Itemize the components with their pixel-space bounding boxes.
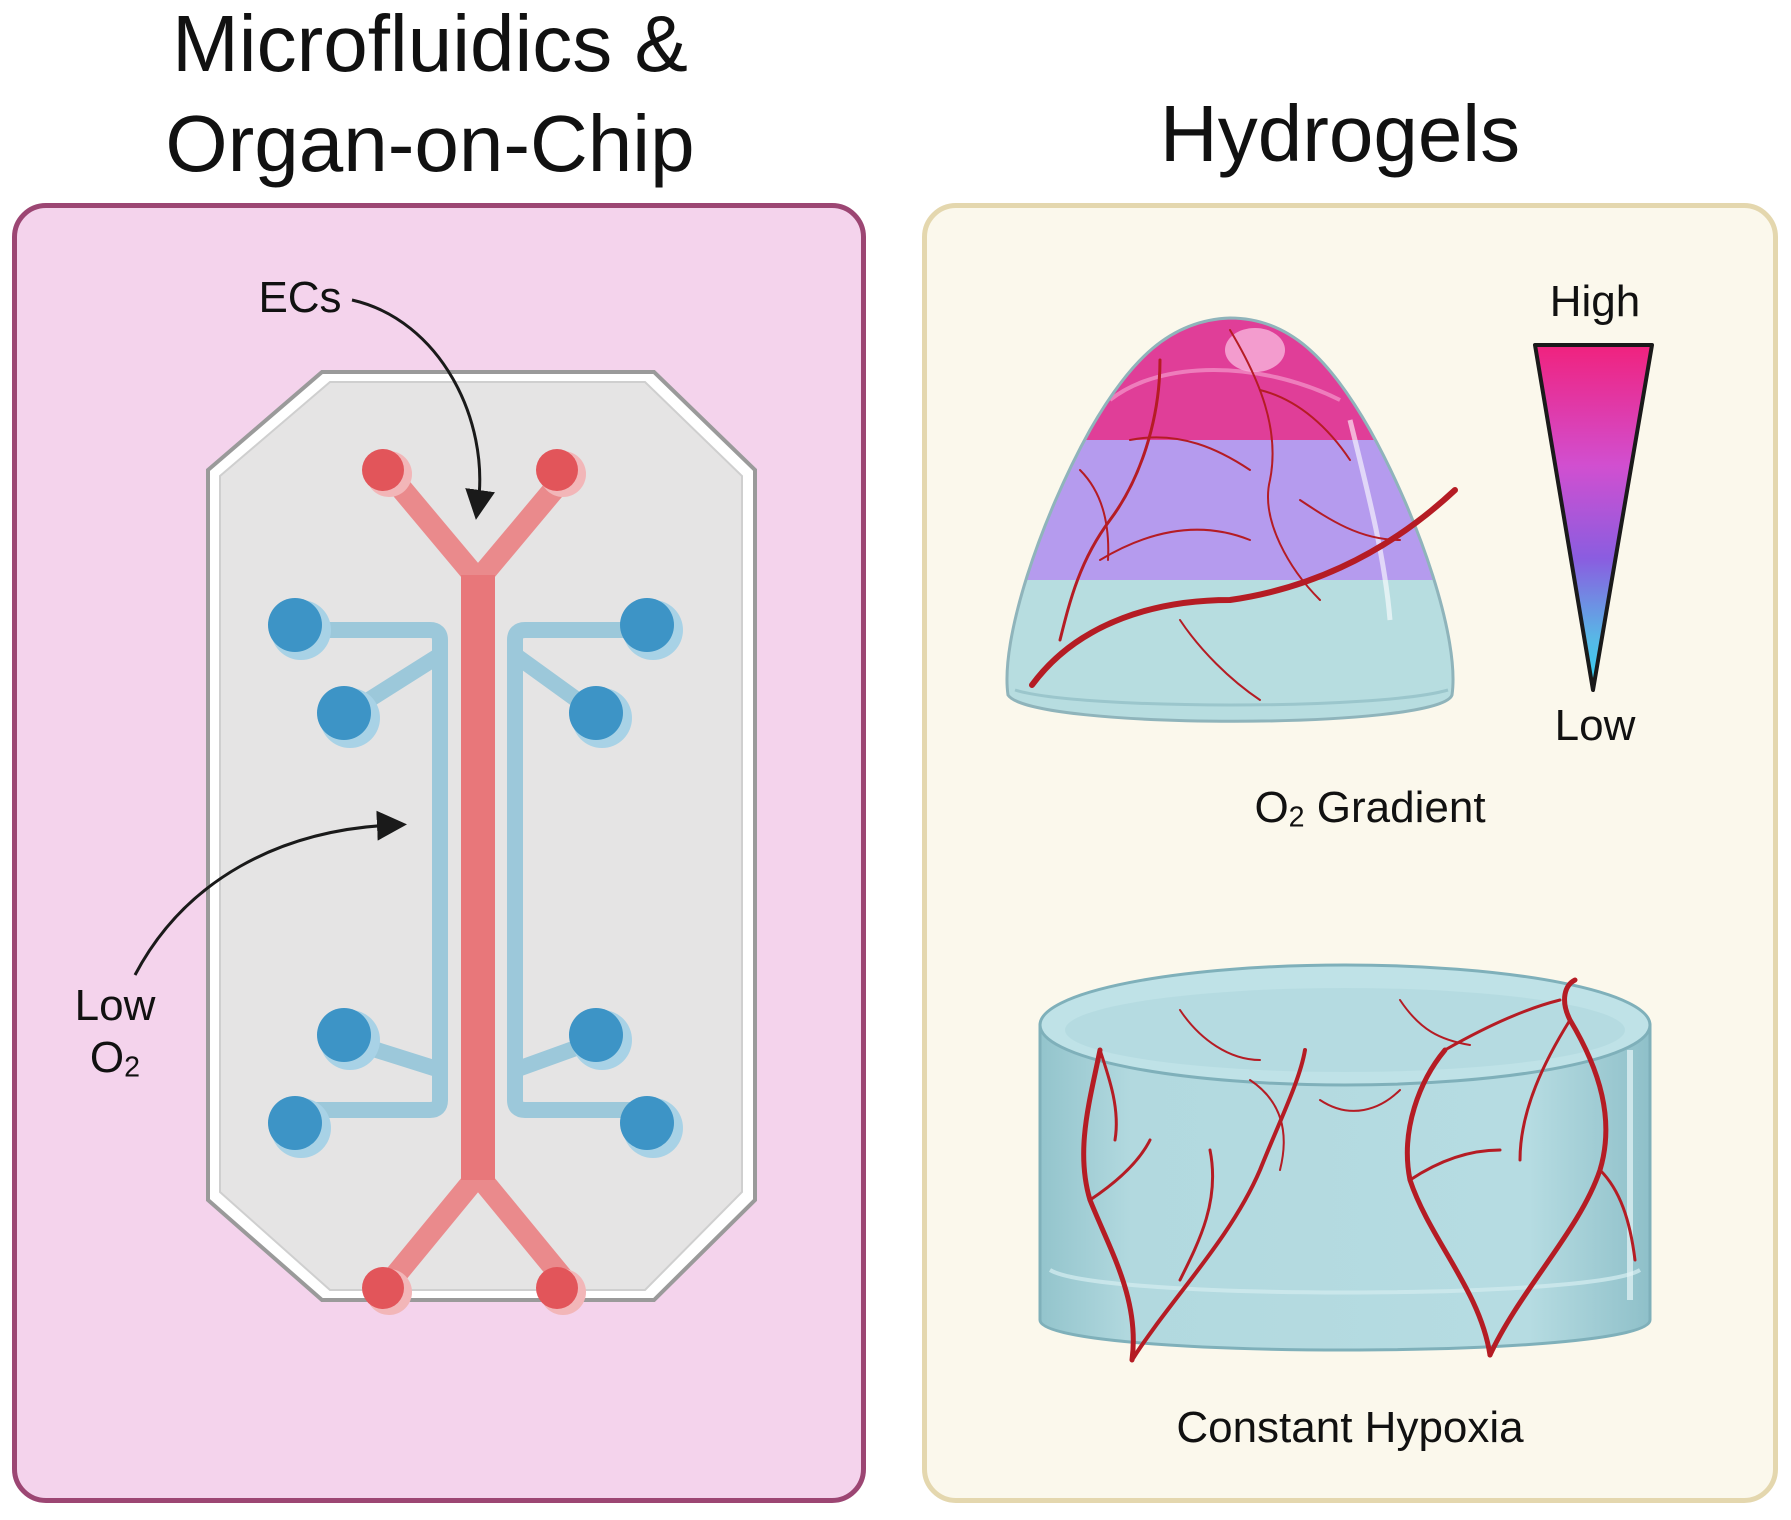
o2-base: O (89, 1033, 125, 1082)
o2-gradient-caption: O2 Gradient (1140, 782, 1600, 843)
oxygen-scale-triangle (1533, 343, 1654, 692)
hydrogels-title: Hydrogels (1159, 89, 1521, 178)
constant-hypoxia-caption: Constant Hypoxia (1176, 1403, 1524, 1452)
scale-high-label: High (1549, 277, 1641, 326)
low-o2-label: Low O2 (55, 980, 175, 1093)
o2-label-line: O2 (55, 1032, 175, 1093)
red-ports (362, 449, 586, 1315)
cylinder-vasculature (1081, 977, 1637, 1363)
central-vessel-channel (461, 575, 495, 1180)
ecs-label: ECs (258, 273, 342, 322)
ecs-arrow (351, 298, 495, 520)
caption-rest: Gradient (1304, 783, 1486, 832)
microfluidics-title-line1: Microfluidics & (172, 0, 688, 88)
low-o2-arrow (133, 810, 407, 976)
microfluidics-title: Microfluidics & Organ-on-Chip (30, 0, 830, 194)
o2-gradient-dome (1005, 316, 1455, 723)
hypoxia-cylinder (1038, 963, 1652, 1352)
blue-ports (268, 598, 683, 1158)
caption-o: O (1254, 783, 1289, 832)
microfluidics-title-line2: Organ-on-Chip (165, 99, 695, 188)
dome-vasculature (1029, 329, 1458, 701)
low-label-line: Low (74, 981, 156, 1030)
o2-subscript: 2 (124, 1051, 141, 1084)
scale-low-label: Low (1554, 701, 1636, 750)
caption-subscript: 2 (1288, 801, 1305, 834)
